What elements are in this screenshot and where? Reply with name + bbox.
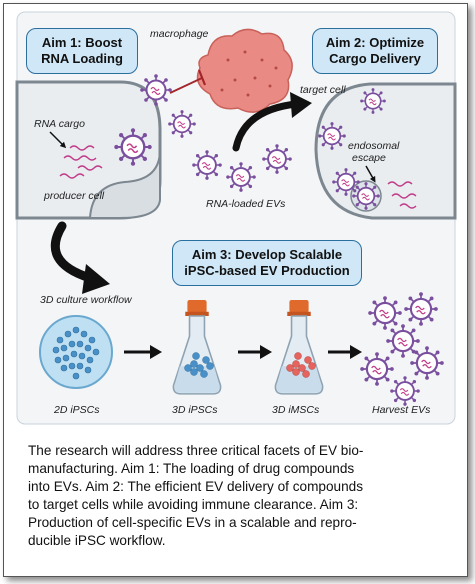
workflow-step-arrows — [124, 345, 362, 359]
label-rna-loaded-evs: RNA-loaded EVs — [206, 198, 286, 210]
caption-line: into EVs. Aim 2: The efficient EV delive… — [28, 479, 363, 494]
harvested-ev — [410, 346, 444, 380]
aim3-title-line2: iPSC-based EV Production — [184, 263, 350, 278]
endosomal-escape-pointer — [365, 165, 376, 183]
workflow-arrow-head — [82, 264, 110, 294]
aim1-box: Aim 1: Boost RNA Loading — [26, 28, 138, 74]
label-endosomal-line2: escape — [352, 152, 386, 164]
harvested-ev — [360, 352, 394, 386]
producer-nucleus — [88, 149, 161, 219]
aim2-title-line2: Cargo Delivery — [329, 51, 421, 66]
delivery-arrow-head — [290, 92, 312, 118]
released-rna — [387, 181, 417, 209]
ev-particle — [332, 168, 360, 196]
harvested-ev — [404, 292, 438, 326]
workflow-arrow-shaft — [50, 221, 95, 283]
ev-particle — [360, 88, 386, 114]
harvested-ev — [390, 376, 420, 406]
caption-line: The research will address three critical… — [28, 443, 364, 458]
ev-particle — [192, 150, 222, 180]
label-rna-cargo: RNA cargo — [34, 118, 85, 130]
rna-cargo-strands — [59, 145, 103, 179]
figure-caption: The research will address three critical… — [28, 442, 448, 550]
ev-particle — [262, 144, 292, 174]
aim3-title-line1: Aim 3: Develop Scalable — [191, 247, 343, 262]
aim1-title-line2: RNA Loading — [41, 51, 123, 66]
aim2-title-line1: Aim 2: Optimize — [325, 35, 425, 50]
ev-particle — [226, 162, 256, 192]
ev-particle-large — [114, 128, 152, 166]
macrophage — [196, 28, 293, 113]
imsc-spheroids — [286, 352, 316, 378]
label-producer-cell: producer cell — [44, 190, 105, 202]
macrophage-granules — [220, 50, 278, 97]
caption-line: Production of cell-specific EVs in a sca… — [28, 515, 357, 530]
inhibition-bar — [197, 69, 207, 86]
ev-particle — [168, 110, 196, 138]
label-endosomal-line1: endosomal — [348, 140, 400, 152]
label-workflow: 3D culture workflow — [40, 294, 132, 306]
caption-line: ducible iPSC workflow. — [28, 533, 166, 548]
ev-particle — [318, 122, 346, 150]
rna-cargo-pointer — [49, 131, 67, 149]
label-3d-ipsc: 3D iPSCs — [172, 404, 218, 416]
ipsc-colonies — [52, 326, 100, 380]
aim2-box: Aim 2: Optimize Cargo Delivery — [312, 28, 438, 74]
label-harvest-evs: Harvest EVs — [372, 404, 431, 416]
aim1-title-line1: Aim 1: Boost — [41, 35, 123, 50]
ev-particle — [140, 74, 172, 106]
label-3d-imsc: 3D iMSCs — [272, 404, 320, 416]
label-macrophage: macrophage — [150, 28, 209, 40]
caption-line: manufacturing. Aim 1: The loading of dru… — [28, 461, 355, 476]
label-target-cell: target cell — [300, 84, 346, 96]
delivery-arrow-shaft — [232, 100, 300, 152]
inhibition-line — [169, 77, 203, 94]
ipsc-spheroids — [184, 352, 214, 378]
aim3-box: Aim 3: Develop Scalable iPSC-based EV Pr… — [172, 240, 362, 286]
label-2d-ipsc: 2D iPSCs — [54, 404, 100, 416]
harvested-ev — [368, 296, 402, 330]
ev-in-endosome — [352, 182, 380, 210]
caption-line: to target cells while avoiding immune cl… — [28, 497, 359, 512]
